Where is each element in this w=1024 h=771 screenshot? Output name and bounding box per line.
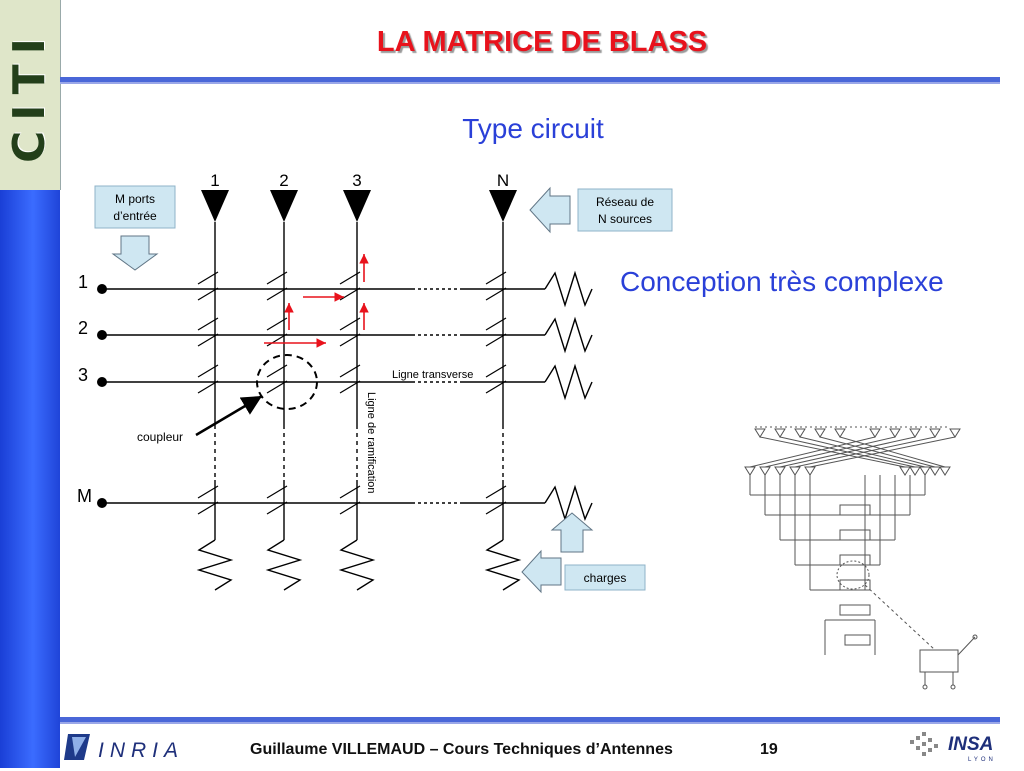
row-label-3: 3: [78, 365, 88, 385]
insa-logo-subtext: LYON: [968, 757, 996, 763]
row-port-dots: [97, 284, 107, 508]
branch-lines: [214, 222, 504, 540]
coupler-highlight-circle: [256, 354, 318, 410]
footer-author: Guillaume VILLEMAUD – Cours Techniques d…: [250, 741, 673, 758]
transverse-line-label: Ligne transverse: [392, 369, 473, 381]
input-ports-box-line2: d’entrée: [113, 209, 157, 223]
bottom-divider: [60, 717, 1000, 724]
sources-box-line1: Réseau de: [596, 195, 654, 209]
row-label-1: 1: [78, 272, 88, 292]
slide-title: LA MATRICE DE BLASS: [376, 26, 708, 58]
input-down-block-arrow: [111, 235, 159, 271]
row-load-zigzags: [544, 270, 593, 522]
coupler-slashes: [197, 271, 507, 515]
input-ports-box-line1: M ports: [115, 192, 155, 206]
transverse-lines: [102, 288, 545, 504]
signal-flow-arrows: [264, 254, 369, 348]
blass-schematic-illustration: [744, 426, 978, 690]
citi-logo: CITI: [0, 0, 61, 190]
row-label-m: M: [77, 486, 92, 506]
column-label-n: N: [497, 171, 509, 190]
page-number: 19: [760, 741, 778, 758]
column-label-1: 1: [210, 171, 219, 190]
coupler-label: coupleur: [137, 430, 183, 444]
column-label-2: 2: [279, 171, 288, 190]
charges-box-label: charges: [584, 571, 627, 585]
coupler-pointer-arrow: [195, 394, 263, 437]
column-label-3: 3: [352, 171, 361, 190]
input-ports-box: M ports d’entrée: [94, 185, 176, 229]
ramification-line-label: Ligne de ramification: [365, 392, 377, 494]
insa-logo: INSA LYON: [908, 726, 1008, 771]
complexity-note: Conception très complexe: [620, 266, 944, 297]
top-divider: [60, 77, 1000, 84]
sources-box: Réseau de N sources: [577, 188, 673, 232]
charges-left-block-arrow: [521, 549, 562, 594]
inria-logo-text: INRIA: [98, 739, 184, 762]
column-load-zigzags: [196, 539, 522, 591]
insa-logo-text: INSA: [948, 734, 993, 755]
sources-left-block-arrow: [529, 186, 571, 234]
antenna-triangles: [201, 190, 517, 222]
inria-logo: INRIA: [62, 728, 197, 771]
charges-up-block-arrow: [550, 512, 594, 553]
slide-subtitle: Type circuit: [462, 113, 604, 144]
charges-box: charges: [564, 564, 646, 591]
sources-box-line2: N sources: [598, 212, 652, 226]
row-label-2: 2: [78, 318, 88, 338]
